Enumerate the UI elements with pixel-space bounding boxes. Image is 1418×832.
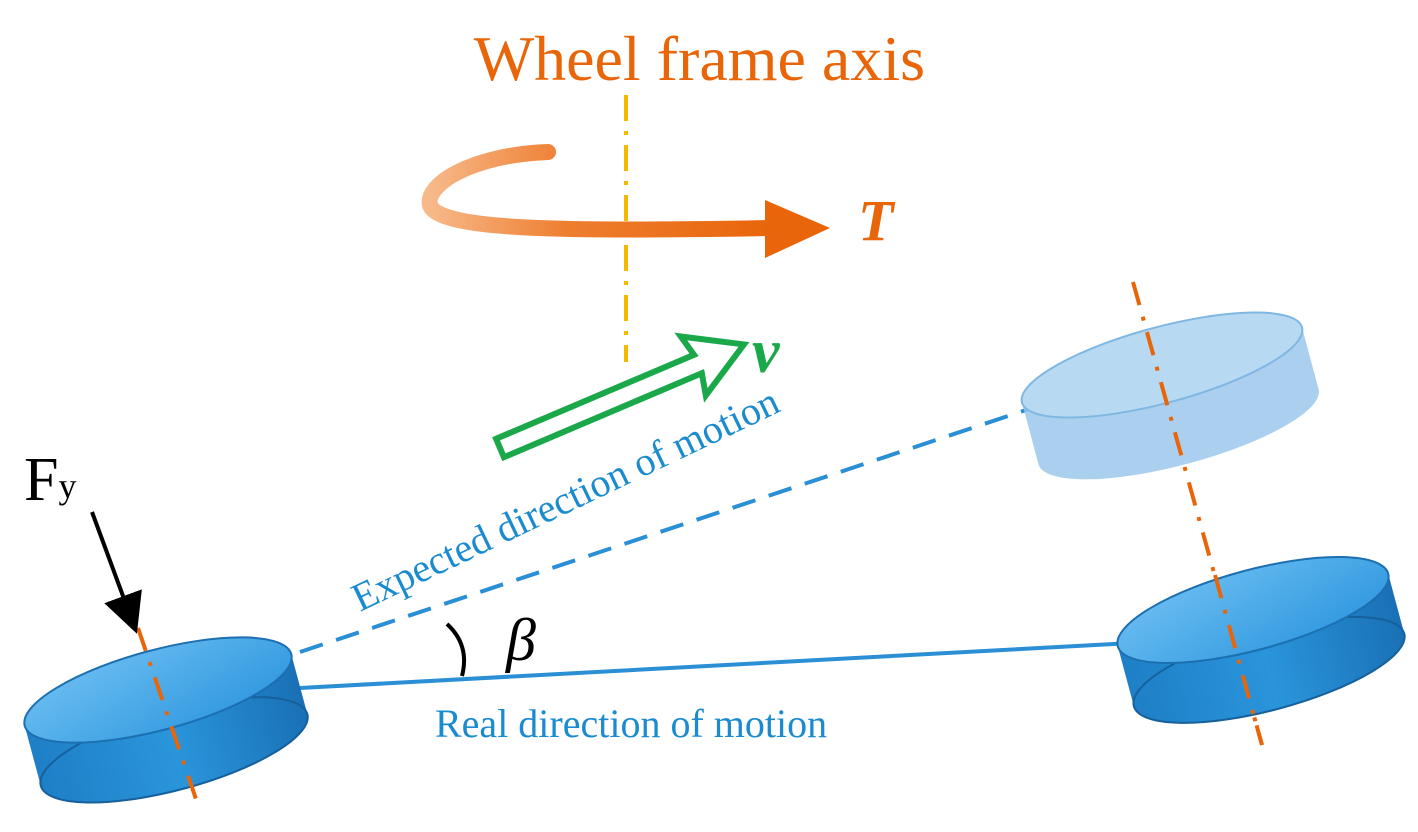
torque-arrow [421,144,830,258]
angle-arc [445,622,467,677]
force-label: Fy [24,446,76,514]
force-label-subscript: y [58,466,76,506]
force-arrow [90,511,142,634]
left-wheel [23,636,309,804]
right-wheel-axis-overlay [1213,574,1264,746]
real-direction-label: Real direction of motion [435,701,827,746]
velocity-label: v [752,318,781,386]
velocity-arrow [492,332,750,462]
expected-position-wheel [1020,311,1319,480]
real-direction-line [299,640,1151,690]
torque-label: T [858,188,896,253]
angle-label: β [505,607,536,673]
diagram-title: Wheel frame axis [474,23,925,94]
force-label-main: F [24,446,58,514]
right-wheel [1116,556,1406,724]
